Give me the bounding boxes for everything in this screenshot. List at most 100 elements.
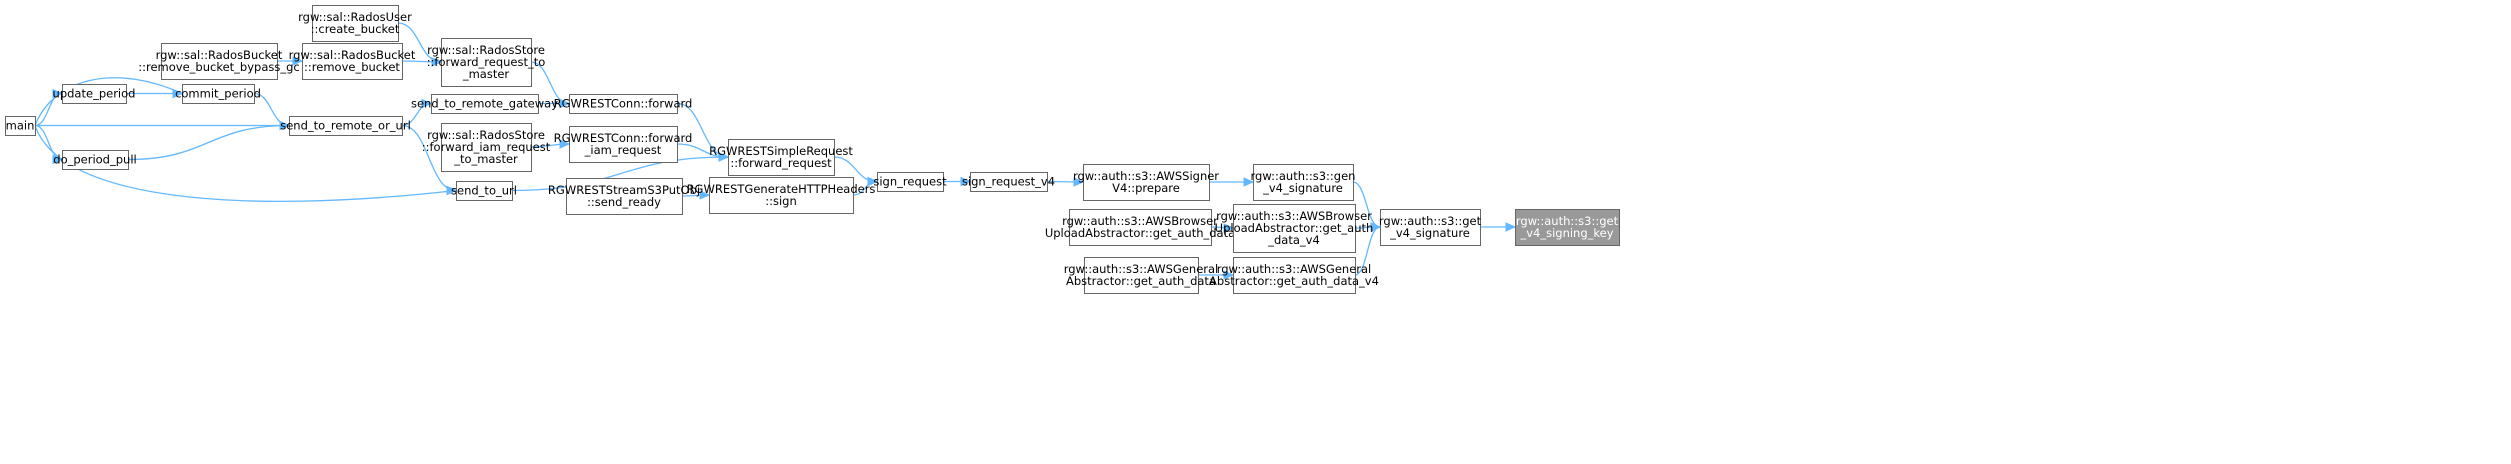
node-label-line: rgw::auth::s3::AWSGeneral [1064, 262, 1219, 276]
arrowhead-commit_period-to-main [172, 88, 184, 99]
arrowhead-send_to_remote_gateway-to-send_to_remote_or_url [421, 98, 433, 109]
node-sign-request[interactable]: sign_request [873, 172, 947, 192]
node-label-line: rgw::auth::s3::get [1516, 214, 1619, 228]
node-send-to-remote-or-url[interactable]: send_to_remote_or_url [280, 116, 411, 136]
node-label-line: ::sign [765, 194, 797, 208]
node-gen-v4-signature[interactable]: rgw::auth::s3::gen_v4_signature [1251, 164, 1356, 201]
node-box [302, 43, 403, 80]
node-label-line: _iam_request [584, 143, 662, 157]
node-remove-bucket[interactable]: rgw::sal::RadosBucket::remove_bucket [289, 43, 416, 80]
arrowhead-get_v4_signature-to-general_get_auth_data_v4 [1370, 222, 1382, 232]
node-label-line: ::forward_request [730, 156, 832, 170]
node-box [312, 5, 399, 42]
node-label-line: ::remove_bucket [304, 60, 400, 74]
node-label-line: send_to_remote_gateway [411, 97, 558, 111]
edge-commit_period-to-main [34, 77, 183, 126]
node-box [5, 116, 36, 136]
node-forward-iam-request-to-master[interactable]: rgw::sal::RadosStore::forward_iam_reques… [422, 123, 551, 172]
node-label-line: RGWRESTConn::forward [554, 97, 693, 111]
node-label-line: rgw::sal::RadosStore [427, 128, 545, 142]
node-box [441, 123, 532, 172]
node-label-line: send_to_url [451, 184, 517, 198]
arrowhead-send_to_url-to-main [446, 185, 458, 196]
node-create-bucket[interactable]: rgw::sal::RadosUser::create_bucket [298, 5, 412, 42]
node-browser-get-auth-data-v4[interactable]: rgw::auth::s3::AWSBrowserUploadAbstracto… [1215, 204, 1374, 253]
node-label-line: ::create_bucket [311, 22, 400, 36]
node-label-line: Abstractor::get_auth_data [1066, 274, 1216, 288]
node-browser-get-auth-data[interactable]: rgw::auth::s3::AWSBrowserUploadAbstracto… [1045, 209, 1235, 246]
node-label-line: sign_request_v4 [962, 175, 1055, 189]
node-conn-forward-iam[interactable]: RGWRESTConn::forward_iam_request [554, 126, 693, 163]
node-box [1253, 164, 1354, 201]
node-main[interactable]: main [5, 116, 36, 136]
node-label-line: _v4_signing_key [1519, 226, 1613, 240]
node-label-line: _v4_signature [1262, 181, 1343, 195]
node-label-line: _master [462, 67, 510, 81]
arrowhead-simple_forward-to-send_to_url [718, 152, 730, 162]
node-box [970, 172, 1048, 192]
node-label-line: RGWRESTConn::forward [554, 131, 693, 145]
node-box [1380, 209, 1481, 246]
node-general-get-auth-data[interactable]: rgw::auth::s3::AWSGeneralAbstractor::get… [1064, 257, 1219, 294]
node-get-v4-signature[interactable]: rgw::auth::s3::get_v4_signature [1379, 209, 1482, 246]
node-box [431, 94, 539, 114]
arrowhead-update_period-to-main [52, 88, 64, 99]
node-box [877, 172, 944, 192]
node-box [569, 126, 678, 163]
node-label-line: rgw::sal::RadosUser [298, 10, 412, 24]
node-commit-period[interactable]: commit_period [175, 84, 261, 104]
node-label-line: ::remove_bucket_bypass_gc [138, 60, 299, 74]
node-send-ready[interactable]: RGWRESTStreamS3PutObj::send_ready [548, 178, 700, 215]
node-box [161, 43, 278, 80]
arrowhead-conn_forward-to-send_to_remote_gateway [559, 98, 571, 109]
node-label-line: RGWRESTSimpleRequest [709, 144, 853, 158]
node-box [1084, 257, 1199, 294]
node-label-line: rgw::sal::RadosStore [427, 43, 545, 57]
node-label-line: rgw::auth::s3::AWSBrowser [1216, 209, 1372, 223]
node-remove-bucket-bypass-gc[interactable]: rgw::sal::RadosBucket::remove_bucket_byp… [138, 43, 300, 80]
call-nodes: main update_period do_period_pull commit_pe… [5, 5, 1620, 294]
node-label-line: RGWRESTGenerateHTTPHeaders [687, 182, 876, 196]
node-box [1233, 204, 1356, 253]
node-send-to-remote-gateway[interactable]: send_to_remote_gateway [411, 94, 558, 114]
node-do-period-pull[interactable]: do_period_pull [53, 150, 137, 170]
node-sign-request-v4[interactable]: sign_request_v4 [962, 172, 1055, 192]
node-box [182, 84, 255, 104]
node-simple-forward[interactable]: RGWRESTSimpleRequest::forward_request [709, 139, 853, 176]
node-label-line: send_to_remote_or_url [280, 119, 411, 133]
node-label-line: rgw::auth::s3::AWSBrowser [1062, 214, 1218, 228]
edge-send_to_remote_or_url-to-do_period_pull [127, 124, 290, 161]
arrowhead-forward_request_to_master-to-remove_bucket [431, 57, 443, 67]
node-box [566, 178, 683, 215]
node-label-line: main [6, 119, 35, 133]
node-get-v4-signing-key[interactable]: rgw::auth::s3::get_v4_signing_key [1515, 209, 1620, 246]
edge-simple_forward-to-send_to_url [511, 156, 729, 192]
node-box [1069, 209, 1212, 246]
node-gen-headers-sign[interactable]: RGWRESTGenerateHTTPHeaders::sign [687, 177, 876, 214]
node-label-line: UploadAbstractor::get_auth [1215, 221, 1374, 235]
node-box [62, 84, 127, 104]
node-box [1515, 209, 1620, 246]
node-label-line: rgw::sal::RadosBucket [289, 48, 416, 62]
node-send-to-url[interactable]: send_to_url [451, 181, 517, 201]
node-label-line: V4::prepare [1112, 181, 1180, 195]
arrowhead-do_period_pull-to-main [52, 154, 64, 165]
arrowhead-send_to_remote_or_url-to-do_period_pull [279, 120, 291, 131]
node-label-line: ::forward_request_to [427, 55, 546, 69]
node-label-line: sign_request [873, 175, 947, 189]
node-label-line: rgw::auth::s3::AWSSigner [1073, 169, 1219, 183]
node-box [569, 94, 678, 114]
arrowhead-signer_prepare-to-sign_request_v4 [1073, 177, 1085, 187]
node-general-get-auth-data-v4[interactable]: rgw::auth::s3::AWSGeneralAbstractor::get… [1209, 257, 1379, 294]
node-label-line: RGWRESTStreamS3PutObj [548, 183, 700, 197]
node-update-period[interactable]: update_period [53, 84, 136, 104]
node-forward-request-to-master[interactable]: rgw::sal::RadosStore::forward_request_to… [427, 38, 546, 87]
arrowhead-get_v4_signing_key-to-get_v4_signature [1505, 222, 1517, 232]
arrowhead-gen_headers_sign-to-send_ready [699, 190, 711, 200]
node-conn-forward[interactable]: RGWRESTConn::forward [554, 94, 693, 114]
node-label-line: do_period_pull [53, 153, 136, 167]
arrowhead-conn_forward_iam-to-forward_iam_request_to_master [559, 139, 571, 149]
node-label-line: update_period [53, 87, 136, 101]
